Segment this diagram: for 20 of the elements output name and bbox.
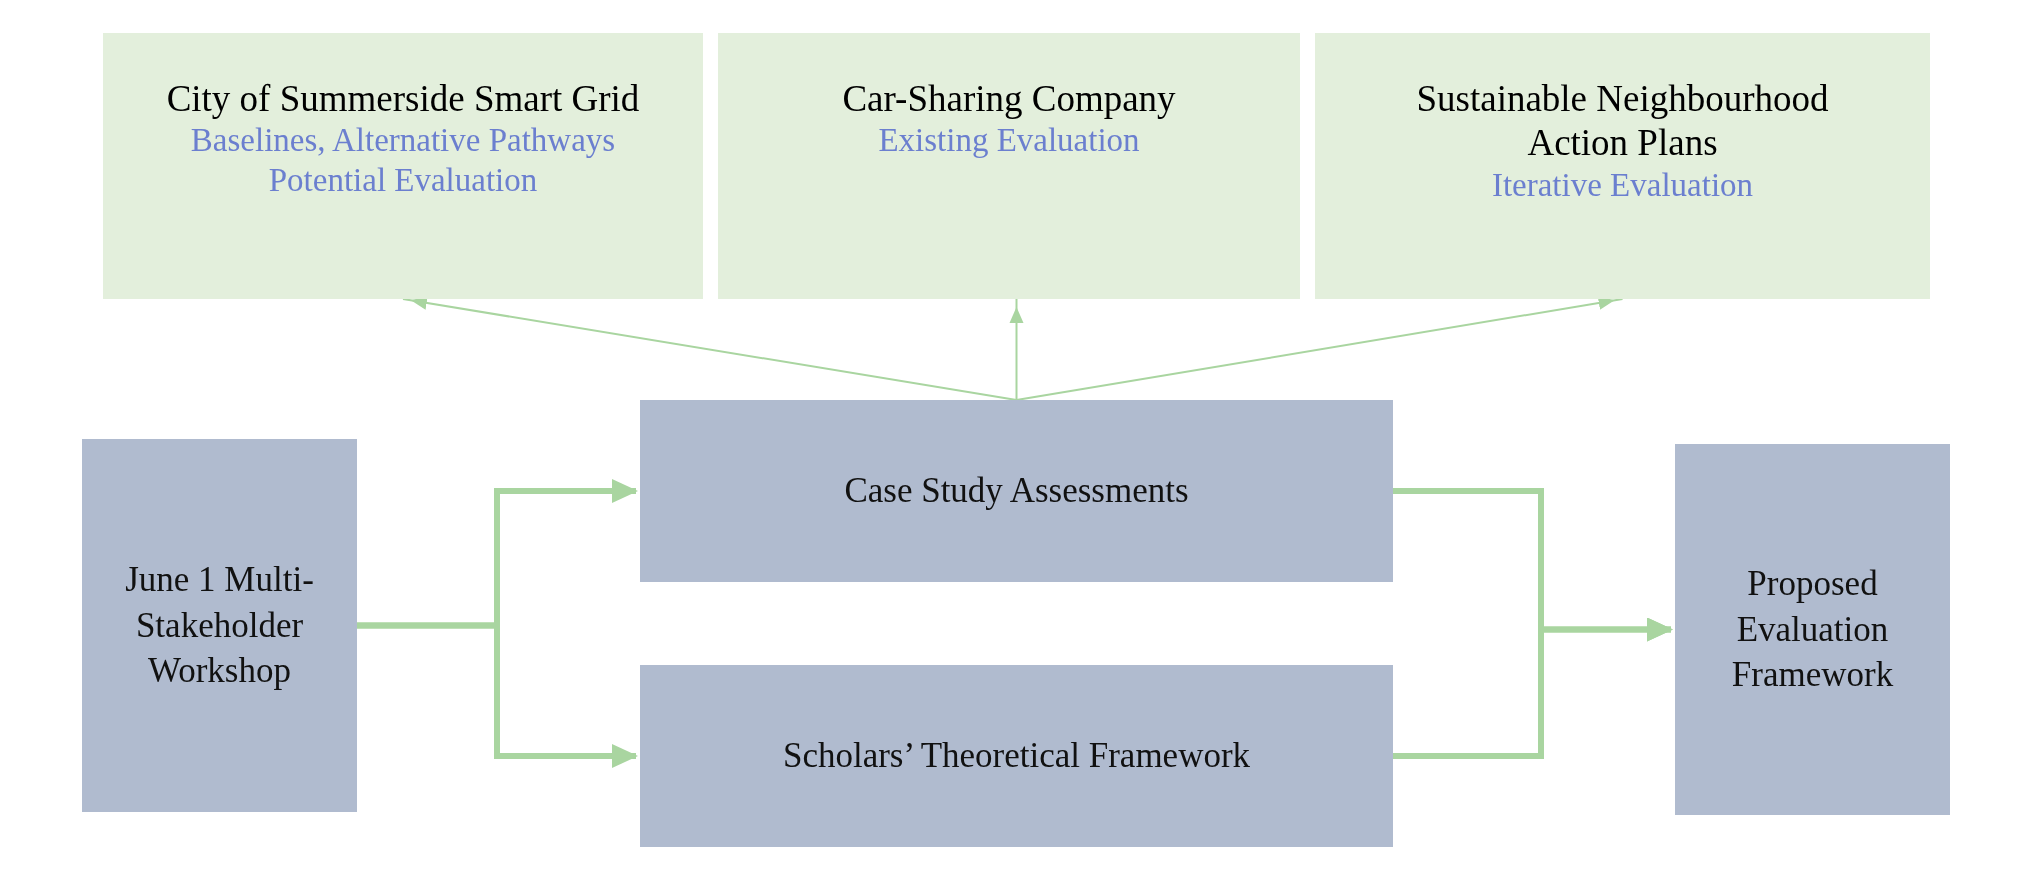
case-box	[1315, 33, 1930, 299]
evaluation-type: Baselines, Alternative Pathways Potential Evaluation	[189, 121, 617, 200]
evaluation-type: Iterative Evaluation	[1491, 165, 1754, 205]
box-label: Proposed Evaluation Framework	[1730, 563, 1895, 697]
case-box	[718, 33, 1300, 299]
box-label: Scholars’ Theoretical Framework	[782, 735, 1251, 778]
box-label: Case Study Assessments	[844, 470, 1189, 513]
evaluation-type: Existing Evaluation	[878, 121, 1140, 161]
case-title: City of Summerside Smart Grid	[166, 77, 640, 121]
process-box	[640, 665, 1393, 847]
case-title: Sustainable Neighbourhood Action Plans	[1415, 77, 1830, 166]
box-label: June 1 Multi-Stakeholder Workshop	[124, 559, 315, 693]
case-box	[103, 33, 703, 299]
case-title: Car-Sharing Company	[842, 77, 1176, 121]
arrow	[1393, 617, 1673, 759]
process-box	[1675, 444, 1950, 815]
arrow	[357, 622, 638, 768]
process-box	[82, 439, 357, 812]
arrow	[1009, 298, 1024, 401]
process-box	[640, 400, 1393, 582]
